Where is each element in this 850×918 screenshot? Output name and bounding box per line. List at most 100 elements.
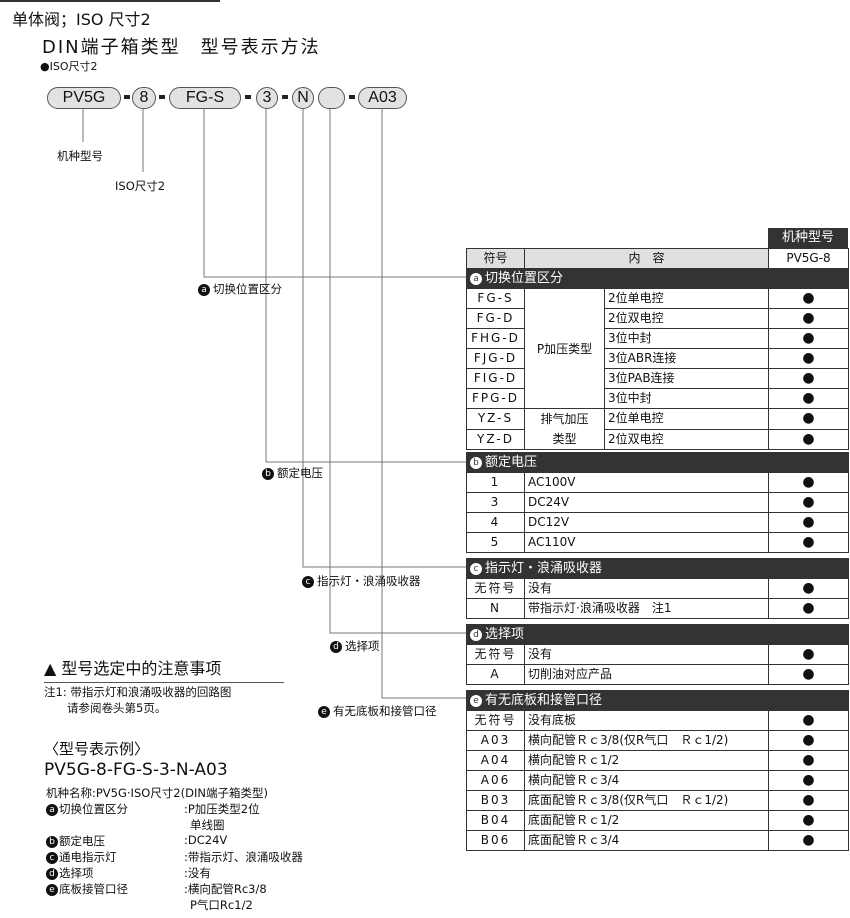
dash [245,95,251,99]
row-code: 1 [466,472,525,493]
col-model: PV5G-8 [768,248,850,269]
letter-b-icon: b [46,835,58,848]
line-e [381,108,466,699]
availability-dot: ● [767,512,850,533]
letter-a-icon: a [198,283,210,296]
letter-d-icon: d [330,640,342,653]
section-title: 切换位置区分 [485,271,564,286]
row-code: FG-S [466,288,525,309]
section-title: DIN端子箱类型 型号表示方法 [42,37,321,58]
page-title: 单体阀；ISO 尺寸2 [12,10,151,29]
row-desc: 带指示灯·浪涌吸收器 注1 [524,598,769,619]
line-a [203,108,466,278]
availability-dot: ● [767,598,850,619]
availability-dot: ● [767,532,850,553]
row-code: B04 [466,810,525,831]
example-item-value: :P加压类型2位 [184,802,260,816]
letter-a-icon: a [470,272,482,285]
row-desc: DC24V [524,492,769,513]
example-item-value: :没有 [184,866,211,880]
table-row: 无符号没有底板● [466,710,850,731]
letter-a-icon: a [46,803,58,816]
callout-model: 机种型号 [57,149,103,163]
example-code: PV5G-8-FG-S-3-N-A03 [44,760,228,780]
row-desc: 2位双电控 [603,308,770,329]
section-title: 额定电压 [485,455,538,470]
row-desc: 2位双电控 [603,428,770,450]
example-item-text: 切换位置区分 [59,802,128,816]
row-group: 排气加压 类型 [524,408,605,450]
caution-heading: ▲ 型号选定中的注意事项 [44,655,284,683]
row-desc: AC100V [524,472,769,493]
example-name: 机种名称:PV5G·ISO尺寸2(DIN端子箱类型) [46,786,268,800]
row-desc: DC12V [524,512,769,533]
example-item-text: 选择项 [59,866,94,880]
row-code: FIG-D [466,368,525,389]
example-item-value: :DC24V [184,833,228,847]
letter-e-icon: e [46,883,58,896]
row-desc: AC110V [524,532,769,553]
code-part-voltage: 3 [256,87,278,109]
example-item-value-cont: 单线圈 [190,818,225,832]
row-code: 4 [466,512,525,533]
row-desc: 横向配管Ｒｃ3/8(仅R气口 Ｒｃ1/2) [524,730,769,751]
row-desc: 2位单电控 [603,408,770,430]
warning-icon: ▲ [44,659,57,678]
header-rule [0,0,220,2]
callout-text: 指示灯・浪涌吸收器 [317,574,421,588]
col-content: 内 容 [523,248,770,269]
code-part-port: A03 [358,87,407,109]
row-desc: 切削油对应产品 [524,664,769,685]
row-desc: 3位中封 [603,388,770,409]
row-desc: 3位PAB连接 [603,368,770,389]
availability-dot: ● [768,348,850,369]
letter-d-icon: d [470,628,482,641]
example-item-value: :带指示灯、浪涌吸收器 [184,850,303,864]
section-title: 指示灯・浪涌吸收器 [485,561,603,576]
row-desc: 横向配管Ｒｃ1/2 [524,750,769,771]
model-header: 机种型号 [768,228,848,248]
row-code: 无符号 [466,710,525,731]
row-code: FHG-D [466,328,525,349]
example-item-text: 额定电压 [59,834,105,848]
availability-dot: ● [767,710,850,731]
callout-size: ISO尺寸2 [115,179,166,193]
row-code: N [466,598,525,619]
row-code: A03 [466,730,525,751]
letter-e-icon: e [318,705,330,718]
letter-d-icon: d [46,867,58,880]
availability-dot: ● [767,664,850,685]
availability-dot: ● [767,830,850,851]
code-part-switching: FG-S [169,87,241,109]
row-desc: 3位中封 [603,328,770,349]
row-desc: 没有底板 [524,710,769,731]
callout-text: 选择项 [345,639,380,653]
